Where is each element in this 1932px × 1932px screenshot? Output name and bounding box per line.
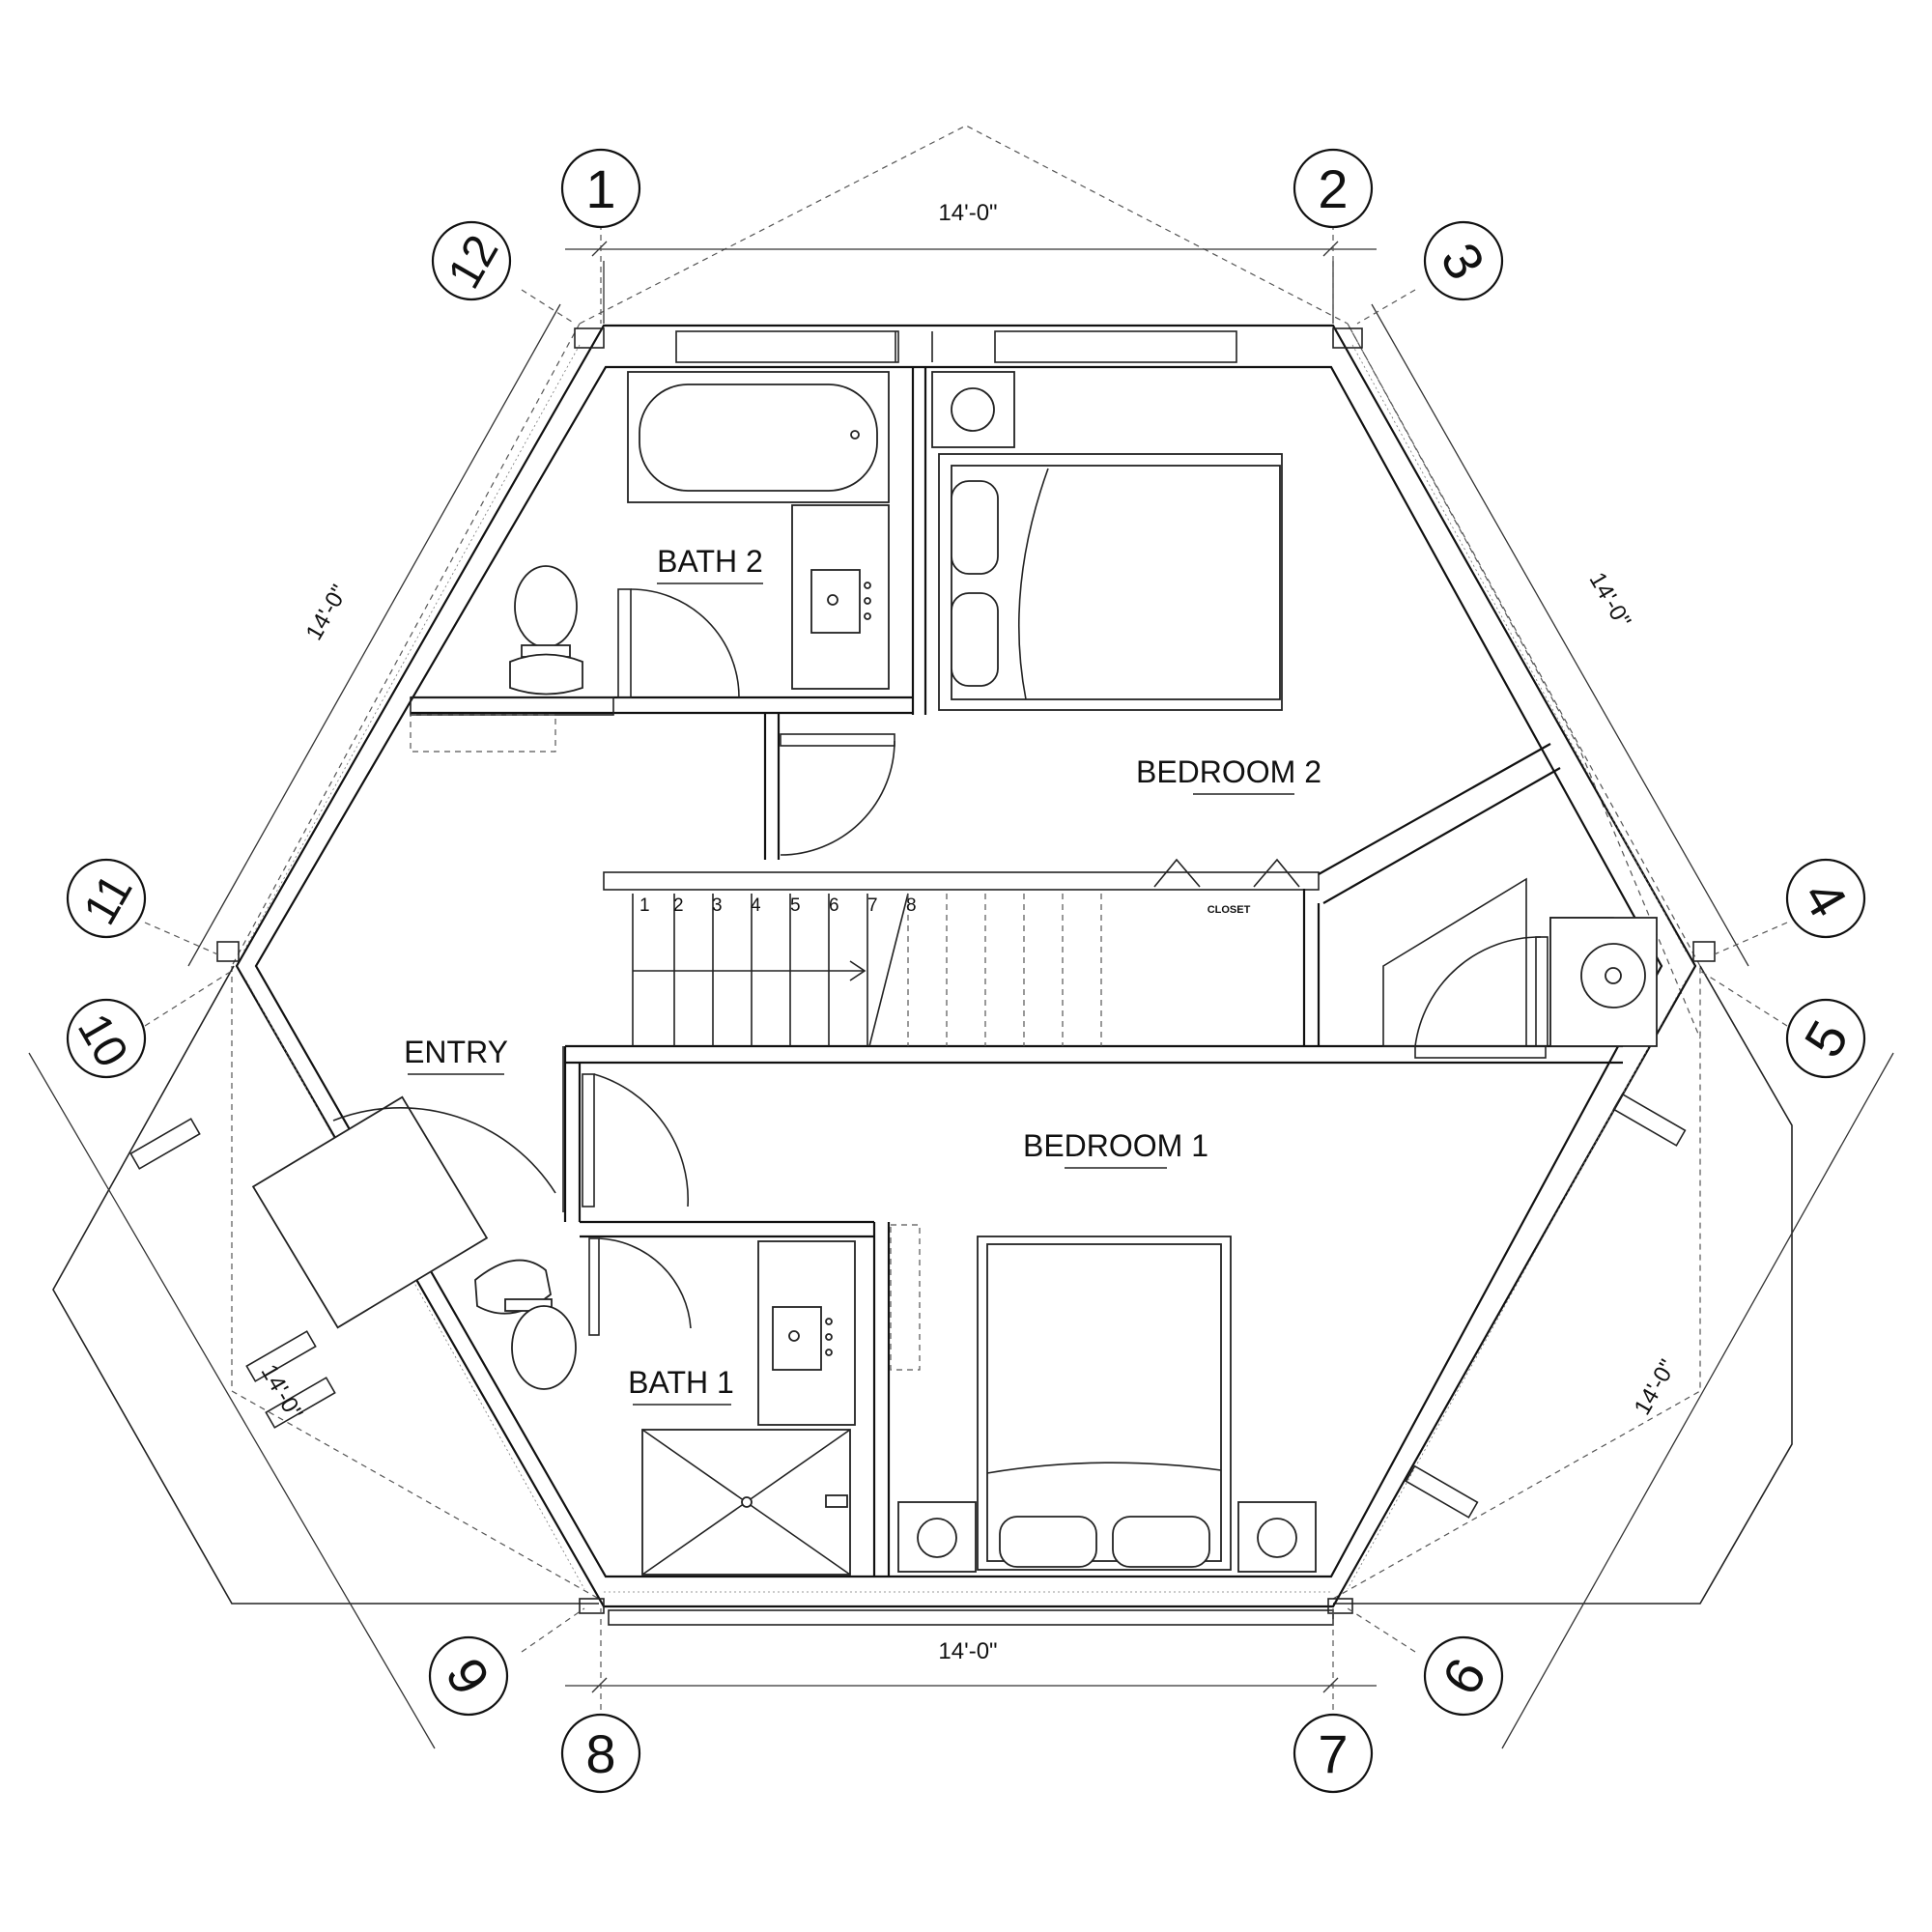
grid-marker-7: 7 xyxy=(1293,1713,1374,1794)
nightstand xyxy=(1237,1501,1317,1573)
bath1-fixtures xyxy=(474,1224,921,1576)
dimension-bottom: 14'-0" xyxy=(938,1638,997,1664)
bedroom2-furniture xyxy=(931,371,1283,711)
grid-marker-5: 5 xyxy=(1785,998,1866,1079)
utility xyxy=(1382,877,1658,1047)
grid-marker-6: 6 xyxy=(1423,1635,1504,1717)
room-label-bedroom2: BEDROOM 2 xyxy=(1136,754,1321,789)
room-labels: BATH 2 BEDROOM 2 ENTRY BEDROOM 1 BATH 1 … xyxy=(404,544,1321,1406)
roof-overhang-outline xyxy=(231,125,1701,1600)
grid-marker-4: 4 xyxy=(1785,858,1866,939)
dimension-top: 14'-0" xyxy=(938,200,997,226)
grid-marker-12: 12 xyxy=(431,220,512,301)
room-label-bedroom1: BEDROOM 1 xyxy=(1023,1128,1208,1163)
svg-text:7: 7 xyxy=(1318,1723,1348,1784)
deck-details xyxy=(129,1093,1687,1519)
bedroom1-furniture xyxy=(897,1236,1317,1573)
bath2-fixtures xyxy=(410,371,890,753)
svg-text:2: 2 xyxy=(1318,158,1348,219)
step-number: 2 xyxy=(673,895,684,916)
grid-marker-8: 8 xyxy=(560,1713,641,1794)
interior-walls xyxy=(410,367,1623,1577)
room-label-entry: ENTRY xyxy=(404,1035,508,1069)
grid-marker-11: 11 xyxy=(66,858,147,939)
bath1-toilet xyxy=(474,1259,577,1390)
step-number: 6 xyxy=(829,895,839,916)
step-number: 1 xyxy=(639,895,650,916)
grid-marker-10: 10 xyxy=(66,998,147,1079)
bath2-toilet xyxy=(509,565,583,696)
grid-marker-9: 9 xyxy=(428,1635,509,1717)
grid-leaders xyxy=(144,224,1788,1710)
svg-text:1: 1 xyxy=(585,158,615,219)
grid-marker-1: 1 xyxy=(560,148,641,229)
deck-outline xyxy=(52,965,1793,1605)
step-number: 8 xyxy=(906,895,917,916)
dimension-upper-left: 14'-0" xyxy=(301,581,354,644)
svg-text:8: 8 xyxy=(585,1723,615,1784)
room-label-bath2: BATH 2 xyxy=(657,544,763,579)
nightstand xyxy=(931,371,1015,448)
stairs xyxy=(562,893,1102,1212)
room-label-closet: CLOSET xyxy=(1208,904,1251,916)
step-number: 3 xyxy=(712,895,723,916)
stair-step-labels: 1 2 3 4 5 6 7 8 xyxy=(639,895,917,916)
doors xyxy=(251,588,1548,1336)
step-number: 5 xyxy=(790,895,801,916)
step-number: 4 xyxy=(751,895,761,916)
dimension-upper-right: 14'-0" xyxy=(1584,568,1636,632)
grid-marker-3: 3 xyxy=(1423,220,1504,301)
exterior-walls xyxy=(216,324,1716,1626)
dimension-lower-right: 14'-0" xyxy=(1630,1355,1682,1419)
step-number: 7 xyxy=(867,895,878,916)
room-label-bath1: BATH 1 xyxy=(628,1365,734,1400)
grid-marker-2: 2 xyxy=(1293,148,1374,229)
